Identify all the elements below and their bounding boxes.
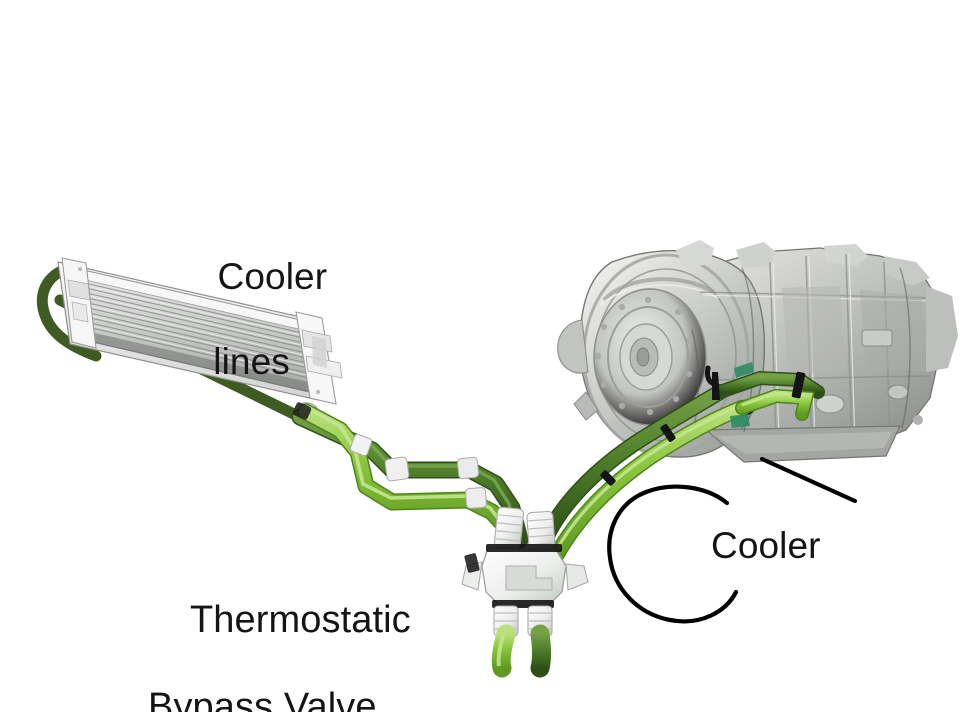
- transmission-feed-lines: [537, 384, 750, 564]
- label-tbv-line1: Thermostatic: [189, 599, 411, 642]
- transmission-tail-housing: [926, 286, 958, 372]
- cooler-fins: [75, 280, 310, 379]
- transmission-assembly: [557, 240, 958, 463]
- thermostatic-bypass-valve: [461, 506, 589, 678]
- top-mounting-lug-2: [736, 242, 776, 268]
- valve-clamp-left: [464, 553, 480, 573]
- label-cooler-lines-line1: Cooler: [217, 256, 328, 298]
- converter-ring-outer: [607, 306, 689, 408]
- case-bracket-lower: [730, 414, 750, 428]
- trans-upper-return: [714, 372, 824, 398]
- oil-pan-highlight: [716, 432, 892, 454]
- hose-clamp-3: [660, 424, 676, 442]
- top-mounting-lug-1: [676, 240, 714, 268]
- hose-clamp-1-arm: [705, 365, 719, 387]
- oil-cooler: [36, 257, 343, 423]
- valve-body-detail: [505, 565, 553, 591]
- line-support-collars: [292, 402, 487, 509]
- top-mounting-lug-4: [884, 256, 930, 286]
- transmission-top-hoses: [600, 362, 825, 486]
- trans-supply-highlight: [552, 404, 742, 556]
- label-cooler: Cooler: [711, 525, 821, 566]
- case-bracket-upper: [734, 362, 754, 378]
- trans-upper-supply: [736, 390, 813, 420]
- cooler-leader-line: [760, 457, 857, 503]
- label-cooler-lines-line2: lines: [213, 340, 290, 382]
- label-tbv-line2: Bypass Valve: [148, 685, 377, 712]
- label-thermostatic-bypass-valve: Thermostatic Bypass Valve: [148, 556, 411, 712]
- valve-upper-band: [486, 544, 562, 552]
- hose-clamp-2: [791, 371, 806, 399]
- valve-outlet-stub-left: [491, 624, 516, 678]
- valve-right-lobe: [565, 563, 589, 591]
- trans-return-line: [538, 385, 727, 547]
- trans-supply-line: [549, 401, 749, 563]
- label-cooler-lines: Cooler lines: [176, 214, 327, 467]
- valve-stub-left-highlight: [496, 635, 505, 667]
- cooler-end-hose-left: [36, 261, 102, 362]
- bell-housing-left-boss: [557, 319, 589, 374]
- cooler-line-supply-group: [297, 403, 521, 543]
- bell-housing-lower-lug: [573, 391, 599, 421]
- open-circle-callout: [607, 484, 739, 624]
- cooler-bottom-rail: [82, 330, 310, 392]
- valve-outlet-stub-right: [530, 624, 551, 678]
- converter-pilot: [636, 347, 650, 367]
- converter-bolt-circle: [594, 296, 694, 416]
- hose-clamp-4: [600, 470, 616, 486]
- case-mid-panel: [782, 286, 846, 374]
- cooler-right-end-bracket: [295, 311, 343, 405]
- bell-housing-arc-rib: [602, 277, 716, 302]
- supply-line-highlight: [305, 406, 511, 534]
- cooler-left-end-tank: [61, 257, 97, 349]
- cooler-fin-highlights: [76, 283, 309, 376]
